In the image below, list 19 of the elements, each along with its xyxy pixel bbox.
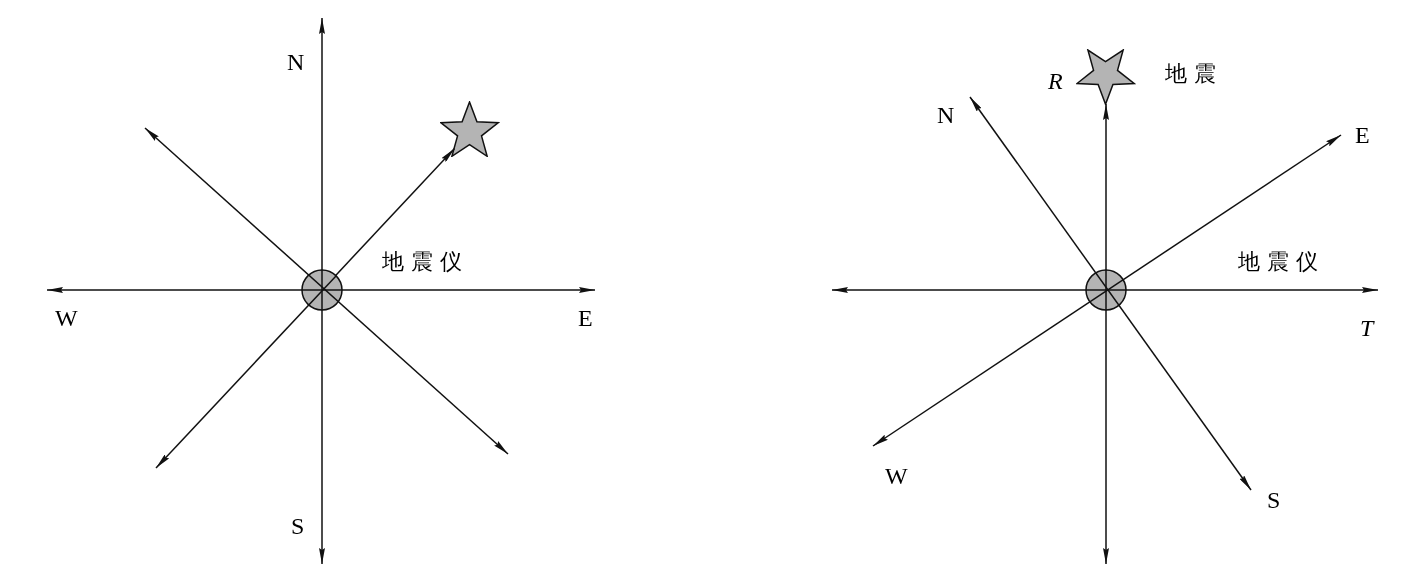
earthquake-star: [1076, 48, 1136, 105]
compass-label: N: [287, 50, 305, 74]
compass-label: E: [1355, 123, 1370, 147]
seismometer-symbol: [1085, 269, 1127, 311]
text-label: 地震仪: [1238, 251, 1325, 273]
compass-label: E: [578, 306, 593, 330]
arrow: [334, 147, 456, 277]
compass-label: S: [291, 514, 305, 538]
compass-label: W: [885, 464, 908, 488]
node-caption: 地震仪: [382, 251, 469, 273]
seismometer-symbol: [301, 269, 343, 311]
axis-label: R: [1048, 69, 1063, 93]
arrow: [1103, 103, 1109, 271]
compass-label: S: [1267, 488, 1281, 512]
axis-label: T: [1360, 316, 1374, 340]
compass-label: N: [937, 103, 955, 127]
compass-label: W: [55, 306, 78, 330]
node-caption: 地震: [1165, 63, 1223, 85]
earthquake-star: [440, 101, 500, 158]
